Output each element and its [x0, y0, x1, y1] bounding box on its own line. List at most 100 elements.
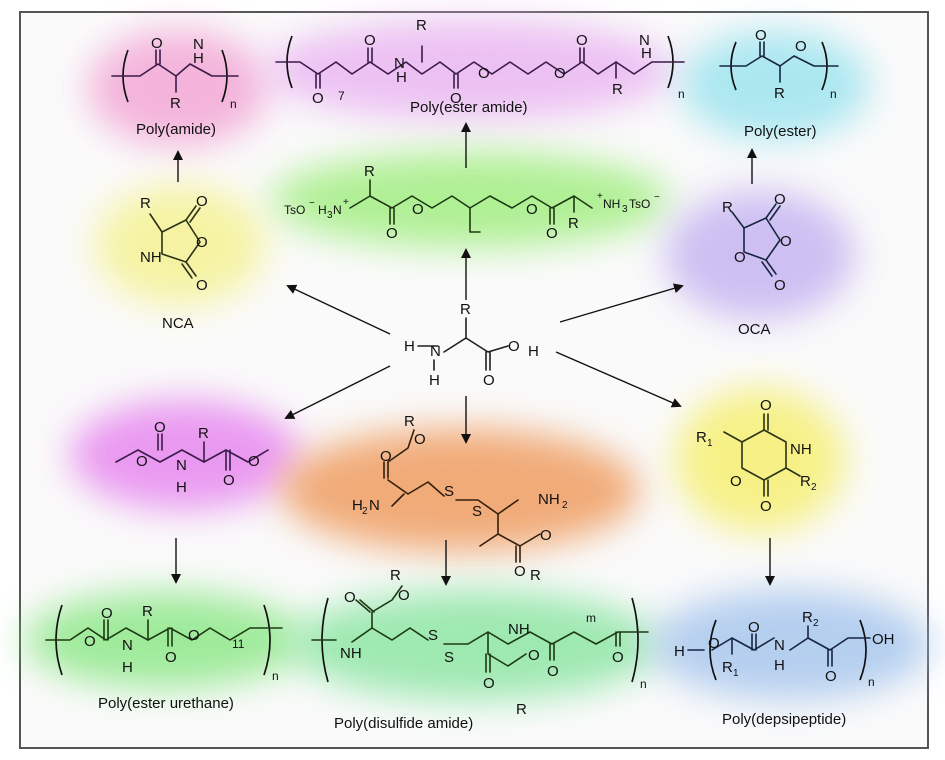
- atom-o: O: [196, 193, 208, 210]
- poly-depsipeptide-structure: H O R 1 O N H R 2 O OH n: [674, 609, 895, 689]
- atom-o: O: [248, 453, 260, 470]
- atom-h: H: [122, 659, 133, 676]
- atom-o: O: [612, 649, 624, 666]
- label-poly-depsipeptide: Poly(depsipeptide): [722, 711, 846, 728]
- label-poly-ester-amide: Poly(ester amide): [410, 99, 528, 116]
- atom-n: N: [176, 457, 187, 474]
- chain-length-11: 11: [232, 637, 245, 651]
- atom-n: N: [394, 55, 405, 72]
- glow-poly-ester-amide: [265, 20, 675, 120]
- label-poly-amide: Poly(amide): [136, 121, 216, 138]
- atom-o: O: [755, 27, 767, 44]
- atom-nh: NH: [538, 491, 560, 508]
- atom-o: O: [825, 668, 837, 685]
- subscript-1: 1: [707, 438, 713, 449]
- ammonium: NH: [603, 197, 620, 211]
- atom-nh: NH: [790, 441, 812, 458]
- atom-o: O: [547, 663, 559, 680]
- atom-o: O: [774, 191, 786, 208]
- atom-o: O: [528, 647, 540, 664]
- atom-s: S: [444, 649, 454, 666]
- atom-o: O: [483, 675, 495, 692]
- atom-r: R: [142, 603, 153, 620]
- atom-o: O: [546, 225, 558, 242]
- atom-r: R: [170, 95, 181, 112]
- atom-o: O: [450, 90, 462, 107]
- glow-poly-disulfide-amide: [290, 590, 660, 700]
- atom-r: R: [516, 701, 527, 718]
- atom-nh: NH: [340, 645, 362, 662]
- poly-ester-amide-structure: O 7 O H N R O O O O H N R n: [275, 17, 685, 107]
- atom-o: O: [196, 277, 208, 294]
- atom-n: N: [333, 203, 342, 217]
- atom-r: R: [198, 425, 209, 442]
- atom-n: N: [430, 343, 441, 360]
- atom-o: O: [478, 65, 490, 82]
- atom-r: R: [722, 199, 733, 216]
- atom-o: O: [386, 225, 398, 242]
- atom-o: O: [165, 649, 177, 666]
- glow-poly-amide: [88, 30, 268, 146]
- atom-r: R: [530, 567, 541, 584]
- label-poly-ester: Poly(ester): [744, 123, 817, 140]
- atom-o: O: [364, 32, 376, 49]
- atom-o: O: [540, 527, 552, 544]
- subscript-2: 2: [562, 500, 568, 511]
- glow-carbamate: [70, 400, 300, 510]
- repeat-n: n: [830, 87, 837, 101]
- atom-o: O: [483, 372, 495, 389]
- label-poly-disulfide-amide: Poly(disulfide amide): [334, 715, 473, 732]
- atom-r1: R: [722, 659, 733, 676]
- atom-r: R: [774, 85, 785, 102]
- poly-ester-urethane-structure: O O N H R O O 11 n: [45, 603, 283, 683]
- glow-poly-ester: [680, 30, 870, 140]
- atom-h: H: [193, 50, 204, 67]
- atom-o: O: [223, 472, 235, 489]
- atom-o: O: [414, 431, 426, 448]
- arrow-aminoacid-to-morpholinedione: [555, 351, 682, 408]
- repeat-n: n: [230, 97, 237, 111]
- atom-o: O: [84, 633, 96, 650]
- atom-n: N: [369, 497, 380, 514]
- repeat-m: m: [586, 611, 596, 625]
- atom-o: O: [154, 419, 166, 436]
- atom-n: N: [639, 32, 650, 49]
- subscript-1: 1: [733, 668, 739, 679]
- atom-oh: OH: [872, 631, 895, 648]
- cystine-diester-monomer: R O O H 2 N S S NH 2 O O R: [352, 413, 568, 584]
- atom-s: S: [444, 483, 454, 500]
- glow-poly-ester-urethane: [25, 592, 305, 688]
- atom-r: R: [404, 413, 415, 430]
- label-poly-ester-urethane: Poly(ester urethane): [98, 695, 234, 712]
- atom-s: S: [472, 503, 482, 520]
- arrow-aminoacid-to-carbamate: [284, 365, 391, 419]
- charge-minus: −: [309, 198, 315, 209]
- subscript-2: 2: [811, 482, 817, 493]
- repeat-n: n: [640, 677, 647, 691]
- arrow-aminoacid-to-nca: [286, 284, 391, 335]
- atom-h: H: [396, 69, 407, 86]
- atom-o: O: [412, 201, 424, 218]
- atom-h: H: [774, 657, 785, 674]
- repeat-n: n: [678, 87, 685, 101]
- charge-minus: −: [654, 192, 660, 203]
- subscript-3: 3: [327, 210, 333, 221]
- charge-plus: +: [597, 191, 603, 202]
- atom-o: O: [760, 397, 772, 414]
- atom-r: R: [460, 301, 471, 318]
- chain-length-7: 7: [338, 89, 345, 103]
- atom-o: O: [136, 453, 148, 470]
- atom-o: O: [188, 627, 200, 644]
- subscript-3: 3: [622, 204, 628, 215]
- poly-disulfide-amide-structure: R O O NH S S NH O O R O m O n: [311, 567, 649, 718]
- atom-h: H: [318, 203, 327, 217]
- atom-n: N: [122, 637, 133, 654]
- ammonium-diester-monomer: TsO − H 3 N + R O O O O R + NH 3 TsO −: [284, 163, 660, 242]
- morpholinedione-monomer: R 1 O NH O R 2 O: [696, 397, 817, 515]
- atom-o: O: [101, 605, 113, 622]
- label-nca: NCA: [162, 315, 194, 332]
- atom-h: H: [352, 497, 363, 514]
- carbamate-monomer: O O N H R O O: [115, 419, 269, 496]
